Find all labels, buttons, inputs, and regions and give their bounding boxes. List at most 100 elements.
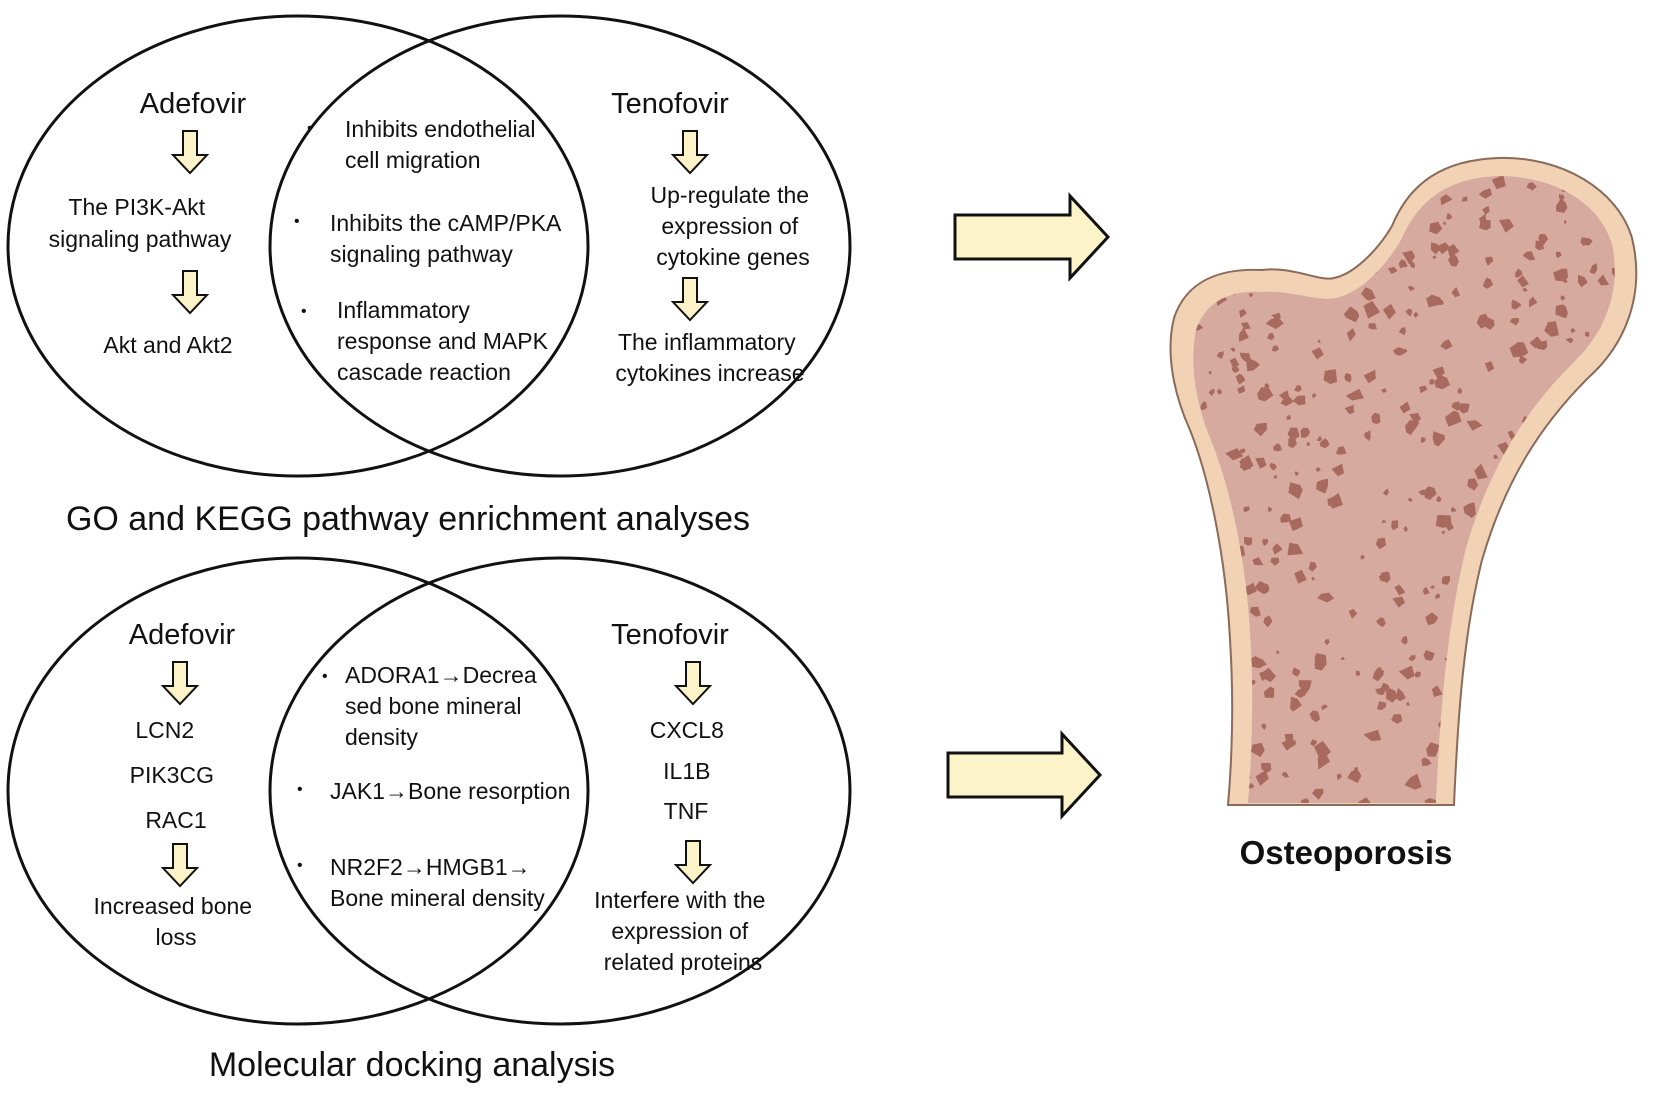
- bone-pore: [1273, 474, 1278, 479]
- bone-pore: [1265, 317, 1284, 330]
- bone-pore: [1363, 203, 1379, 220]
- bone-pore: [1327, 176, 1338, 179]
- bone-pore: [1476, 313, 1492, 329]
- bone-pore: [1413, 311, 1419, 319]
- bone-pore: [1246, 189, 1258, 204]
- bone-pore: [1518, 573, 1529, 585]
- top-left-step2: Akt and Akt2: [103, 332, 232, 358]
- bone-pore: [1592, 703, 1597, 709]
- bone-pore: [1551, 566, 1559, 576]
- bone-pore: [1436, 495, 1442, 503]
- bone-pore: [1515, 732, 1530, 745]
- bone-pore: [1491, 176, 1506, 190]
- bone-pore: [1336, 773, 1343, 781]
- bone-pore: [1612, 627, 1615, 632]
- bone-pore: [1548, 605, 1556, 615]
- bone-pore: [1563, 219, 1567, 225]
- bone-pore: [1430, 585, 1435, 590]
- bone-pore: [1596, 771, 1604, 778]
- bone-pore: [1294, 686, 1306, 698]
- bone-pore: [1440, 339, 1453, 350]
- bone-pore: [1522, 288, 1528, 292]
- bone-pore: [1281, 772, 1290, 778]
- bone-pore: [1286, 415, 1291, 420]
- bone-pore: [1535, 715, 1544, 726]
- bone-pore: [1376, 617, 1386, 628]
- bone-pore: [1200, 252, 1217, 264]
- bone-pore: [1404, 773, 1422, 790]
- femur-illustration: [1169, 156, 1642, 806]
- bone-pore: [1354, 186, 1359, 193]
- bottom-left-arrow-2: [162, 843, 198, 887]
- bone-pore: [1594, 472, 1606, 482]
- bone-pore: [1637, 438, 1642, 444]
- bone-pore: [1399, 401, 1411, 414]
- bone-pore: [1240, 322, 1251, 330]
- bone-pore: [1611, 267, 1615, 278]
- bone-pore: [1321, 264, 1325, 269]
- bone-pore: [1295, 221, 1302, 231]
- bone-pore: [1485, 256, 1494, 266]
- bone-pore: [1593, 540, 1605, 550]
- bone-pore: [1469, 617, 1481, 631]
- bone-pore: [1290, 696, 1302, 712]
- bone-pore: [1502, 792, 1521, 803]
- bone-pore: [1317, 339, 1321, 343]
- top-venn-diagram: Adefovir The PI3K-Akt signaling pathway …: [6, 14, 852, 538]
- bone-pore: [1239, 352, 1252, 362]
- bone-pore: [1284, 733, 1294, 745]
- bone-pore: [1451, 506, 1457, 512]
- bone-pore: [1400, 635, 1408, 645]
- bone-pore: [1360, 555, 1365, 560]
- bone-pore: [1398, 259, 1408, 269]
- bone-pore: [1584, 238, 1593, 246]
- bone-pore: [1347, 770, 1362, 784]
- bone-pore: [1262, 538, 1269, 546]
- bone-pore: [1294, 385, 1302, 393]
- bottom-caption: Molecular docking analysis: [209, 1046, 615, 1084]
- bone-pore: [1252, 176, 1265, 181]
- bone-pore: [1488, 685, 1500, 696]
- bone-pore: [1577, 274, 1588, 288]
- top-center-bullet-3: •: [301, 303, 307, 320]
- bone-pore: [1493, 538, 1499, 545]
- bone-pore: [1588, 684, 1597, 692]
- bone-pore: [1269, 462, 1277, 471]
- bottom-center-item-3: NR2F2→HMGB1→ Bone mineral density: [330, 854, 545, 911]
- bone-pore: [1603, 600, 1608, 606]
- bone-pore: [1185, 777, 1191, 785]
- bone-pore: [1276, 650, 1280, 655]
- bone-pore: [1295, 231, 1299, 235]
- bone-pore: [1478, 188, 1492, 199]
- bone-pore: [1515, 268, 1523, 278]
- bone-pore: [1264, 383, 1270, 390]
- bone-pore: [1557, 578, 1561, 584]
- bottom-right-genes: CXCL8 IL1B TNF: [650, 717, 731, 824]
- bone-pore: [1327, 498, 1336, 507]
- bone-pore: [1636, 325, 1642, 330]
- bone-pore: [1535, 610, 1542, 616]
- bone-pore: [1176, 641, 1185, 652]
- bone-pore: [1475, 779, 1493, 792]
- bottom-center-item-1: ADORA1→Decrea sed bone mineral density: [345, 662, 543, 750]
- bone-pore: [1261, 723, 1267, 730]
- bone-pore: [1451, 401, 1461, 412]
- bone-pore: [1441, 576, 1451, 585]
- bone-pore: [1213, 742, 1224, 754]
- bone-pore: [1476, 608, 1484, 619]
- bone-pore: [1436, 242, 1451, 255]
- bone-pore: [1180, 432, 1192, 449]
- bone-pore: [1505, 530, 1511, 535]
- bone-pore: [1251, 656, 1267, 669]
- bone-pore: [1474, 463, 1488, 480]
- bone-pore: [1348, 608, 1358, 619]
- bone-pore: [1311, 393, 1317, 399]
- top-left-arrow-2: [172, 270, 208, 314]
- bone-pore: [1410, 261, 1416, 269]
- bone-pore: [1469, 748, 1482, 762]
- bone-pore: [1563, 279, 1568, 283]
- bone-pore: [1405, 308, 1413, 317]
- bone-pore: [1382, 303, 1396, 320]
- top-left-step1: The PI3K-Akt signaling pathway: [49, 194, 232, 252]
